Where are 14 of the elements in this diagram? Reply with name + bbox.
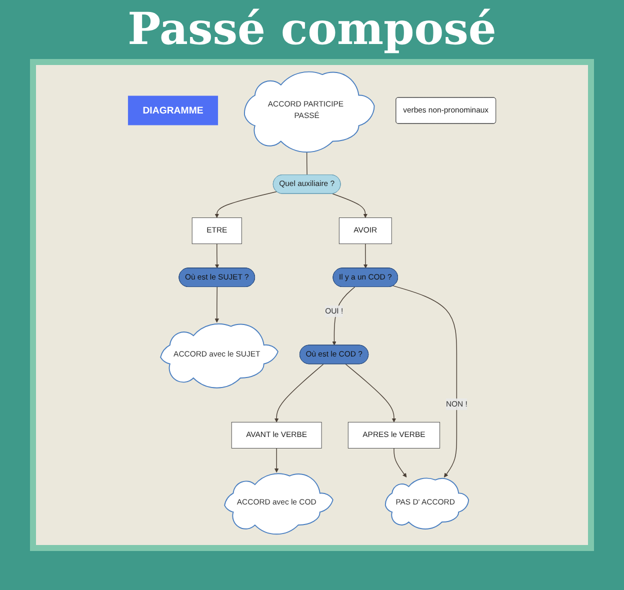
- arrow: [394, 448, 407, 478]
- arrow: [214, 243, 220, 268]
- node-box: DIAGRAMME: [128, 96, 218, 126]
- connector: [306, 150, 308, 176]
- title: Passé composé: [126, 4, 498, 55]
- arrow: [332, 286, 356, 346]
- arrow: [274, 448, 279, 473]
- arrow: [345, 364, 396, 422]
- arrow: [363, 243, 368, 268]
- arrow: [214, 191, 278, 218]
- arrow: [274, 364, 324, 422]
- arrow: [392, 285, 458, 478]
- arrow: [214, 286, 220, 323]
- arrow: [332, 193, 368, 218]
